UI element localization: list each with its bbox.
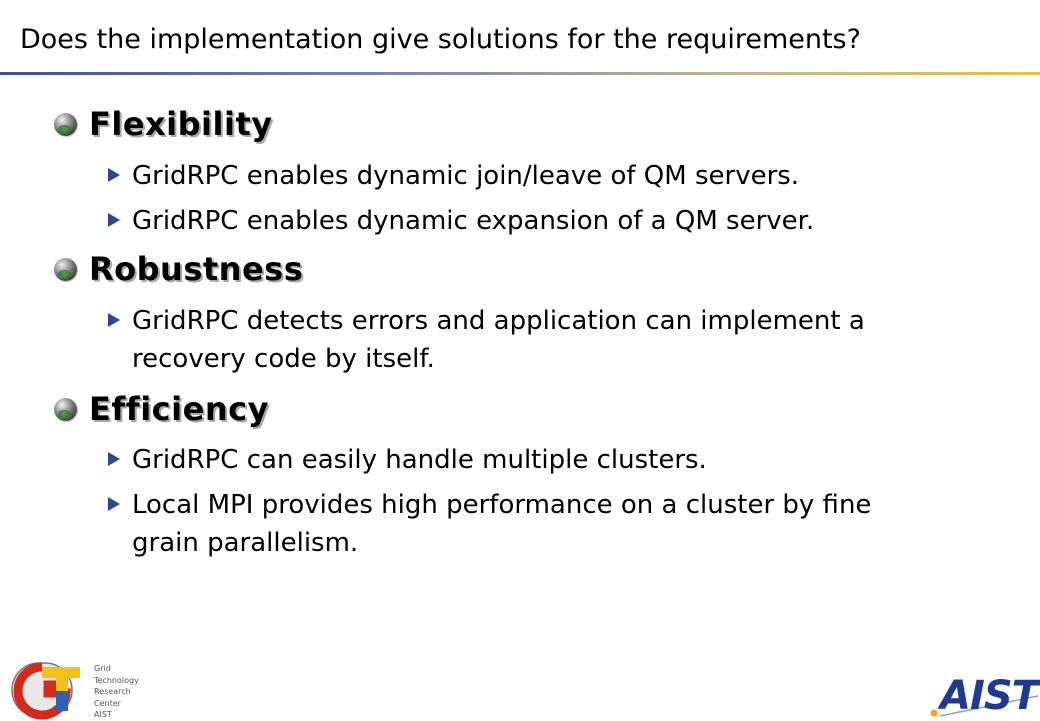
triangle-bullet-icon: [108, 168, 120, 182]
list-item-text: GridRPC detects errors and application c…: [132, 306, 865, 374]
aist-logo-swoosh: [930, 695, 1039, 717]
triangle-bullet-icon: [108, 497, 120, 511]
section-heading-efficiency: Efficiency: [54, 387, 269, 431]
list-item: GridRPC detects errors and application c…: [108, 302, 865, 378]
list-item-text: GridRPC enables dynamic join/leave of QM…: [132, 161, 800, 191]
slide-title: Does the implementation give solutions f…: [20, 24, 861, 55]
section-heading-text: Efficiency: [89, 390, 269, 428]
list-item: GridRPC can easily handle multiple clust…: [108, 441, 707, 479]
slide-content: Flexibility GridRPC enables dynamic join…: [54, 102, 871, 562]
triangle-bullet-icon: [108, 452, 120, 466]
sphere-bullet-icon: [54, 397, 77, 421]
aist-logo-text: AIST: [940, 673, 1039, 719]
gtrc-logo-text: Grid Technology Research Center AIST: [94, 664, 139, 719]
list-item-text: GridRPC can easily handle multiple clust…: [132, 445, 707, 475]
sphere-bullet-icon: [54, 112, 77, 136]
section-heading-text: Flexibility: [89, 105, 273, 143]
list-item: Local MPI provides high performance on a…: [108, 486, 871, 562]
gtrc-logo: [11, 662, 80, 720]
section-heading-text: Robustness: [89, 250, 304, 288]
section-heading-robustness: Robustness: [54, 247, 303, 291]
list-item: GridRPC enables dynamic join/leave of QM…: [108, 157, 799, 195]
title-divider: [0, 72, 1040, 75]
sphere-bullet-icon: [54, 257, 77, 281]
triangle-bullet-icon: [108, 213, 120, 227]
triangle-bullet-icon: [108, 313, 120, 327]
list-item: GridRPC enables dynamic expansion of a Q…: [108, 202, 814, 240]
list-item-text: GridRPC enables dynamic expansion of a Q…: [132, 206, 815, 236]
list-item-text: Local MPI provides high performance on a…: [132, 490, 872, 558]
section-heading-flexibility: Flexibility: [54, 102, 273, 146]
